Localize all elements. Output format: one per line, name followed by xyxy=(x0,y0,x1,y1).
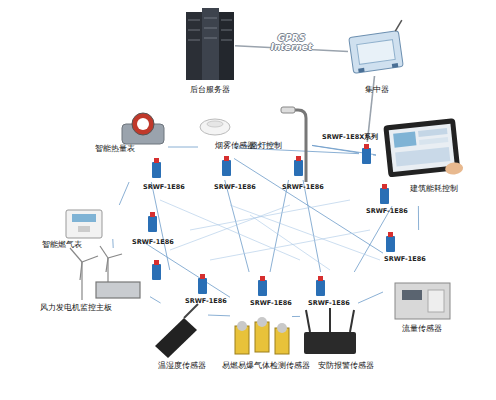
concentrator-node: 集中器 xyxy=(348,30,406,76)
mesh-link xyxy=(150,297,161,303)
mesh-link xyxy=(234,158,383,253)
device-label: 温湿度传感器 xyxy=(158,362,206,371)
module-label: SRWF-1E86 xyxy=(282,184,324,191)
decorative-mesh xyxy=(160,200,380,270)
device-node: 智能燃气表SRWF-1E86 xyxy=(62,205,162,239)
mesh-link xyxy=(139,239,230,297)
device-node: 安防报警传感器SRWF-1E86 xyxy=(300,272,358,360)
device-node: 温湿度传感器SRWF-1E86 xyxy=(150,270,208,358)
module-label: SRWF-1E86 xyxy=(214,184,256,191)
smoke-sensor xyxy=(200,119,230,135)
humidity-sensor xyxy=(155,304,198,358)
heat-meter xyxy=(122,113,164,144)
module-label: SRWF-1E86 xyxy=(366,208,408,215)
gas-meter xyxy=(66,210,102,238)
device-label: 集中器 xyxy=(365,86,389,95)
server-node: 后台服务器 xyxy=(185,8,235,81)
link-label: GPRS Internet xyxy=(270,33,314,52)
mesh-link xyxy=(358,292,383,303)
mesh-link xyxy=(292,316,300,317)
device-node: 流量传感器SRWF-1E86 xyxy=(383,230,455,322)
device-label: 路灯控制 xyxy=(250,142,282,151)
wind-turbines xyxy=(70,246,140,300)
device-label: 易燃易爆气体检测传感器 xyxy=(222,362,310,371)
flow-sensor xyxy=(395,283,450,319)
device-node: 智能热量表SRWF-1E86 xyxy=(120,112,168,182)
street-lamp xyxy=(281,107,306,182)
device-label: 风力发电机监控主板 xyxy=(40,304,112,313)
device-node: 路灯控制SRWF-1E86 xyxy=(280,106,312,180)
gas-detectors xyxy=(235,317,289,354)
device-node: 易燃易爆气体检测传感器SRWF-1E86 xyxy=(230,272,292,362)
mesh-link xyxy=(112,239,113,248)
mesh-link xyxy=(303,180,321,272)
tablet-device xyxy=(383,118,463,182)
mesh-link xyxy=(270,180,289,272)
module-label: SRWF-1E86 xyxy=(185,298,227,305)
module-label: SRWF-1E86 xyxy=(384,256,426,263)
mesh-link xyxy=(418,206,419,230)
module-label: SRWF-1E86 xyxy=(132,239,174,246)
device-label: 后台服务器 xyxy=(190,86,230,95)
module-label: SRWF-1E86 xyxy=(250,300,292,307)
device-label: 智能热量表 xyxy=(95,145,135,154)
module-label: SRWF-1E8X系列 xyxy=(322,134,378,141)
server-rack xyxy=(186,8,234,80)
module-node: SRWF-1E8X系列 xyxy=(359,142,373,166)
radio-modules xyxy=(148,144,395,296)
device-node: 建筑能耗控制SRWF-1E86 xyxy=(376,116,460,206)
device-label: 建筑能耗控制 xyxy=(410,185,458,194)
device-label: 智能燃气表 xyxy=(42,241,82,250)
mesh-link xyxy=(119,182,129,205)
mesh-link xyxy=(168,147,198,148)
device-node: 风力发电机监控主板 xyxy=(62,248,167,303)
device-label: 流量传感器 xyxy=(402,325,442,334)
mesh-link xyxy=(208,315,230,317)
alarm-router xyxy=(304,308,356,354)
mesh-link xyxy=(225,180,249,272)
device-node: 烟雾传感器SRWF-1E86 xyxy=(198,114,234,180)
device-label: 安防报警传感器 xyxy=(318,362,374,371)
module-label: SRWF-1E86 xyxy=(143,184,185,191)
module-label: SRWF-1E86 xyxy=(308,300,350,307)
device-label: 烟雾传感器 xyxy=(215,142,255,151)
concentrator-device xyxy=(347,20,408,73)
